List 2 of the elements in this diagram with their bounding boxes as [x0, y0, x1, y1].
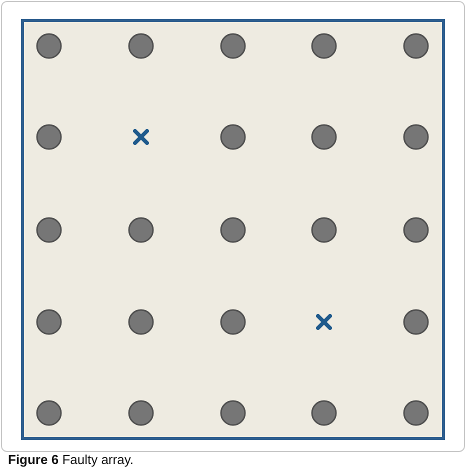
- figure-caption: Figure 6 Faulty array.: [8, 452, 134, 467]
- array-frame: [21, 19, 445, 440]
